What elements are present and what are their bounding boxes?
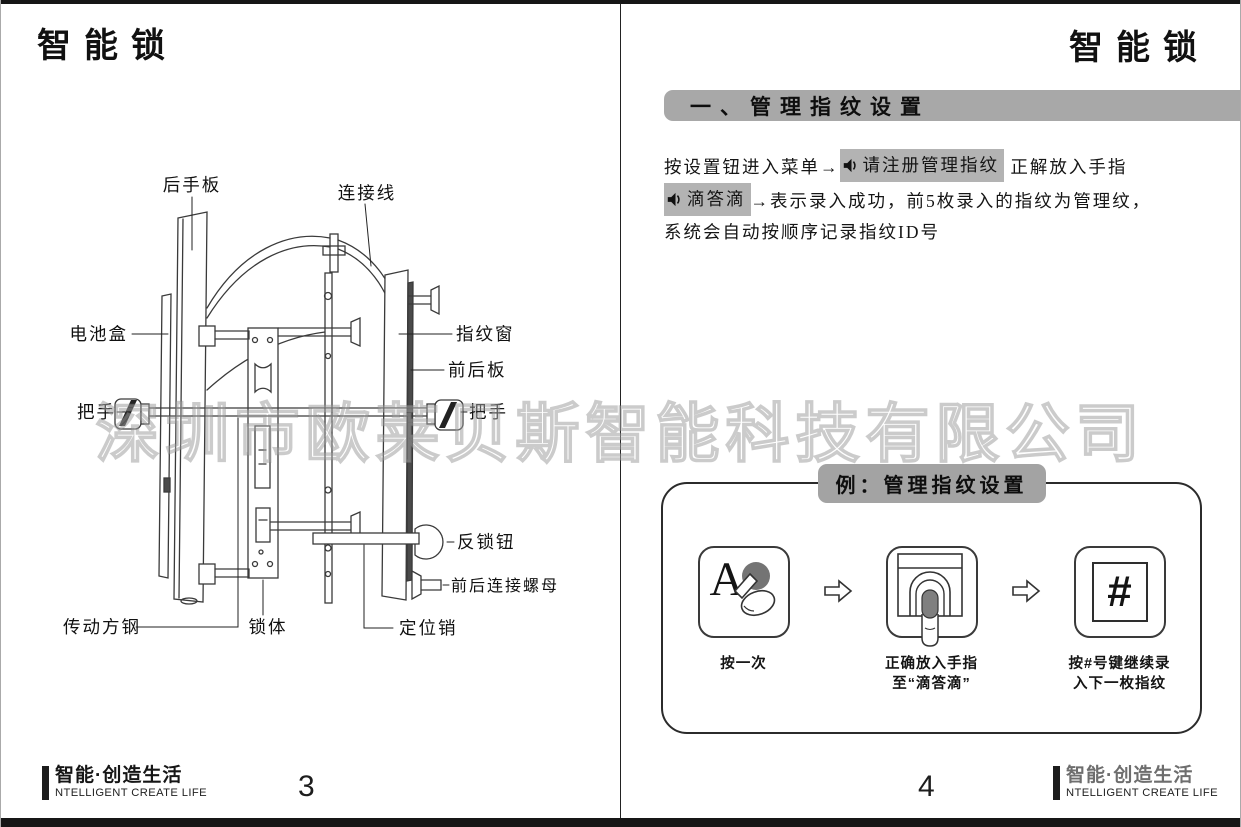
hash-key-square: # (1091, 562, 1148, 622)
screw-top-right (408, 284, 440, 316)
example-badge: 例：管理指纹设置 (817, 464, 1046, 503)
label-front-rear-plate: 前后板 (448, 360, 507, 380)
front-panel-shape (381, 269, 409, 601)
battery-box-shape (158, 293, 172, 579)
left-page-title: 智能锁 (37, 27, 178, 65)
logo-bar (42, 766, 49, 800)
example-steps: A 按一次 (663, 546, 1200, 694)
right-handle-shape (426, 399, 464, 431)
page-number-left: 3 (298, 770, 315, 803)
screw-bottom-left (198, 563, 250, 585)
cable-connector (329, 233, 339, 273)
instructions-line-1: 按设置钮进入菜单→ 请注册管理指纹 正解放入手指 (664, 149, 1174, 183)
step-press-hash-key: # 按#号键继续录 入下一枚指纹 (1041, 546, 1199, 694)
right-footer-logo: 智能·创造生活 NTELLIGENT CREATE LIFE (1053, 766, 1218, 800)
slogan-cn: 智能·创造生活 (55, 765, 183, 786)
slogan-cn: 智能·创造生活 (1066, 765, 1194, 786)
slogan-en: NTELLIGENT CREATE LIFE (55, 787, 207, 799)
left-handle-shape (114, 398, 150, 430)
instructions-paragraph: 按设置钮进入菜单→ 请注册管理指纹 正解放入手指 滴答滴→表示录入成功，前5枚录入… (664, 149, 1174, 248)
mounting-plate-shape (324, 272, 333, 604)
cable-line (206, 245, 331, 319)
instructions-line-3: 系统会自动按顺序记录指纹ID号 (664, 217, 1174, 248)
step-press-setting-key: A 按一次 (665, 546, 823, 674)
label-rear-panel: 后手板 (163, 175, 222, 195)
label-battery-box: 电池盒 (70, 324, 129, 344)
lock-exploded-diagram: 后手板 连接线 电池盒 指纹窗 前后板 把手 把手 反锁钮 前后连接螺母 传动方… (63, 175, 559, 638)
label-lock-body: 锁体 (249, 617, 288, 637)
speaker-icon (843, 158, 856, 173)
voice-prompt-2: 滴答滴 (664, 183, 751, 216)
positioning-pin-shape (312, 532, 420, 545)
fingerprint-sensor-drawing (896, 553, 963, 647)
voice-prompt-1: 请注册管理指纹 (839, 149, 1004, 182)
example-box: 例：管理指纹设置 A 按一次 (661, 464, 1202, 734)
connect-nut-screw (411, 569, 442, 601)
screw-top-left (198, 325, 250, 347)
page-divider (620, 4, 621, 818)
cable-connector (322, 245, 346, 256)
right-arrow-icon (1011, 579, 1040, 603)
section-header-bar: 一、管理指纹设置 (664, 90, 1240, 121)
speaker-icon (667, 192, 680, 207)
page-number-right: 4 (918, 770, 935, 803)
logo-bar (1053, 766, 1060, 800)
right-page-title: 智能锁 (1069, 29, 1210, 67)
voice-prompt-text: 请注册管理指纹 (862, 155, 999, 175)
pointing-hand-icon (733, 572, 775, 617)
label-connect-nut: 前后连接螺母 (451, 577, 559, 595)
label-anti-lock-knob: 反锁钮 (457, 532, 516, 552)
slogan-en: NTELLIGENT CREATE LIFE (1066, 787, 1218, 799)
screw-mid-long (277, 316, 361, 348)
label-fingerprint-window: 指纹窗 (456, 324, 515, 344)
cable-line (206, 235, 331, 309)
step-place-finger: 正确放入手指 至“滴答滴” (853, 546, 1011, 694)
voice-prompt-text: 滴答滴 (687, 189, 746, 209)
key-a-glyph: A (709, 553, 745, 606)
bottom-border-strip (1, 818, 1240, 827)
spindle-shape (148, 407, 440, 417)
instruction-text: 系统会自动按顺序记录指纹ID号 (664, 222, 940, 242)
lock-body-shape (247, 327, 279, 579)
label-connect-cable: 连接线 (338, 183, 397, 203)
label-positioning-pin: 定位销 (399, 618, 458, 638)
step-caption: 按一次 (720, 656, 767, 672)
left-footer-logo: 智能·创造生活 NTELLIGENT CREATE LIFE (42, 766, 207, 800)
label-drive-square-steel: 传动方钢 (63, 617, 141, 637)
hash-glyph: # (1107, 567, 1132, 616)
press-key-icon: A (697, 546, 790, 638)
knob-shape (414, 524, 444, 560)
step-caption: 按#号键继续录 入下一枚指纹 (1068, 656, 1171, 692)
instructions-line-2: 滴答滴→表示录入成功，前5枚录入的指纹为管理纹， (664, 183, 1174, 217)
section-header-text: 一、管理指纹设置 (690, 95, 930, 119)
step-caption: 正确放入手指 至“滴答滴” (885, 656, 978, 692)
instruction-text: 按设置钮进入菜单→ (664, 157, 840, 177)
instruction-text: →表示录入成功，前5枚录入的指纹为管理纹， (750, 191, 1152, 211)
fingerprint-sensor-icon (885, 546, 978, 647)
hash-key-icon: # (1073, 546, 1166, 638)
top-border-strip (1, 0, 1240, 4)
label-handle-right: 把手 (469, 402, 508, 422)
instruction-text: 正解放入手指 (1004, 157, 1128, 177)
right-arrow-icon (823, 579, 852, 603)
label-handle-left: 把手 (77, 402, 116, 422)
